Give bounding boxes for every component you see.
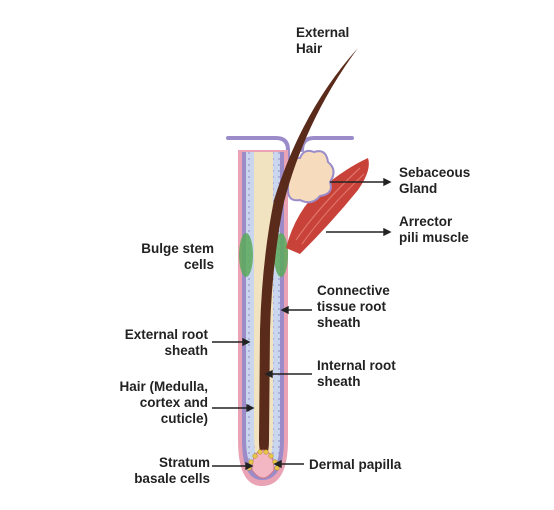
label-bulge-stem-cells: Bulge stem cells <box>141 241 214 272</box>
label-dermal-papilla: Dermal papilla <box>309 457 402 472</box>
hair-shaft <box>259 48 358 456</box>
label-external-hair: External Hair <box>296 25 350 56</box>
label-internal-root-sheath: Internal root sheath <box>317 358 396 389</box>
leader-arrows <box>212 177 392 471</box>
bulge-stem-cells-right <box>274 233 288 277</box>
skin-surface <box>226 136 354 162</box>
sebaceous-gland <box>286 149 335 204</box>
label-connective-tissue-root-sheath: Connective tissue root sheath <box>317 283 390 330</box>
label-stratum-basale-cells: Stratum basale cells <box>134 455 210 486</box>
muscle-striations <box>295 167 365 245</box>
label-hair-medulla-cortex-cuticle: Hair (Medulla, cortex and cuticle) <box>119 379 208 426</box>
bulge-stem-cells-left <box>239 233 253 277</box>
label-external-root-sheath: External root sheath <box>124 327 208 358</box>
label-sebaceous-gland: Sebaceous Gland <box>399 165 471 196</box>
label-arrector-pili-muscle: Arrector pili muscle <box>399 214 469 245</box>
